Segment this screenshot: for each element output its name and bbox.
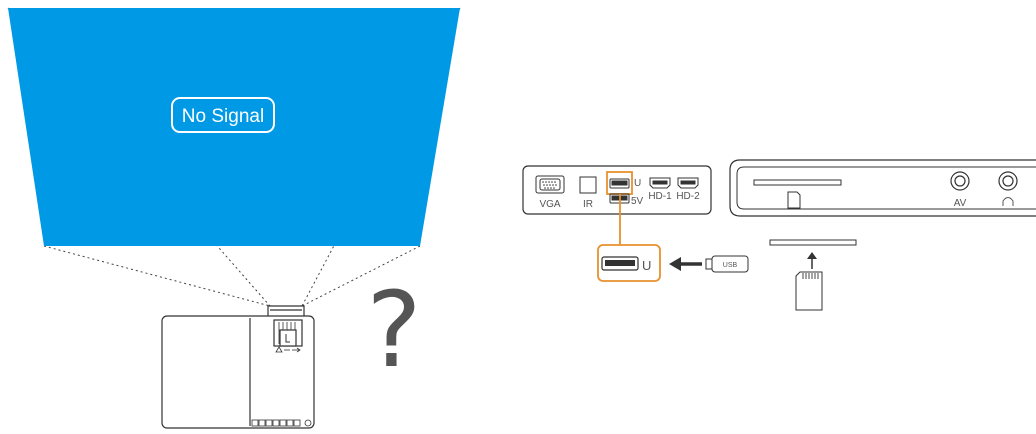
usb-stick-icon [705,255,749,273]
ir-label: IR [583,199,593,210]
usb-power-label: 5V [631,196,644,207]
av-jack [950,171,970,191]
usb-detail: U [597,244,661,282]
back-panel-left: VGA IR U 5V HD-1 HD-2 [522,165,712,215]
arrow-up-icon [807,252,817,269]
usb-detail-frame [597,244,661,282]
hdmi1-port [649,177,671,189]
sd-slot-detail [769,239,857,246]
av-label: AV [954,198,967,209]
hdmi2-port [677,177,699,189]
usb-stick-label: USB [723,262,738,269]
no-signal-box [171,97,275,133]
no-signal-text: No Signal [182,106,264,127]
hdmi2-label: HD-2 [676,191,700,202]
projection-screen: No Signal [8,8,460,246]
usb-port-label: U [634,178,641,189]
arrow-left-icon [669,257,702,271]
headphone-jack [998,171,1018,191]
back-panel-right [729,159,1036,217]
ir-sensor [579,176,597,194]
headphone-icon [1002,197,1014,206]
projector-icon [161,305,315,429]
usb-port-detail-icon [601,256,639,271]
vga-port [535,175,565,194]
sd-card-insert-icon [795,271,823,311]
sd-card-icon [787,191,801,209]
sd-card-slot [753,179,842,186]
vga-label: VGA [539,199,560,210]
question-mark: ? [366,269,421,391]
usb-detail-label: U [642,258,651,273]
hdmi1-label: HD-1 [648,191,672,202]
